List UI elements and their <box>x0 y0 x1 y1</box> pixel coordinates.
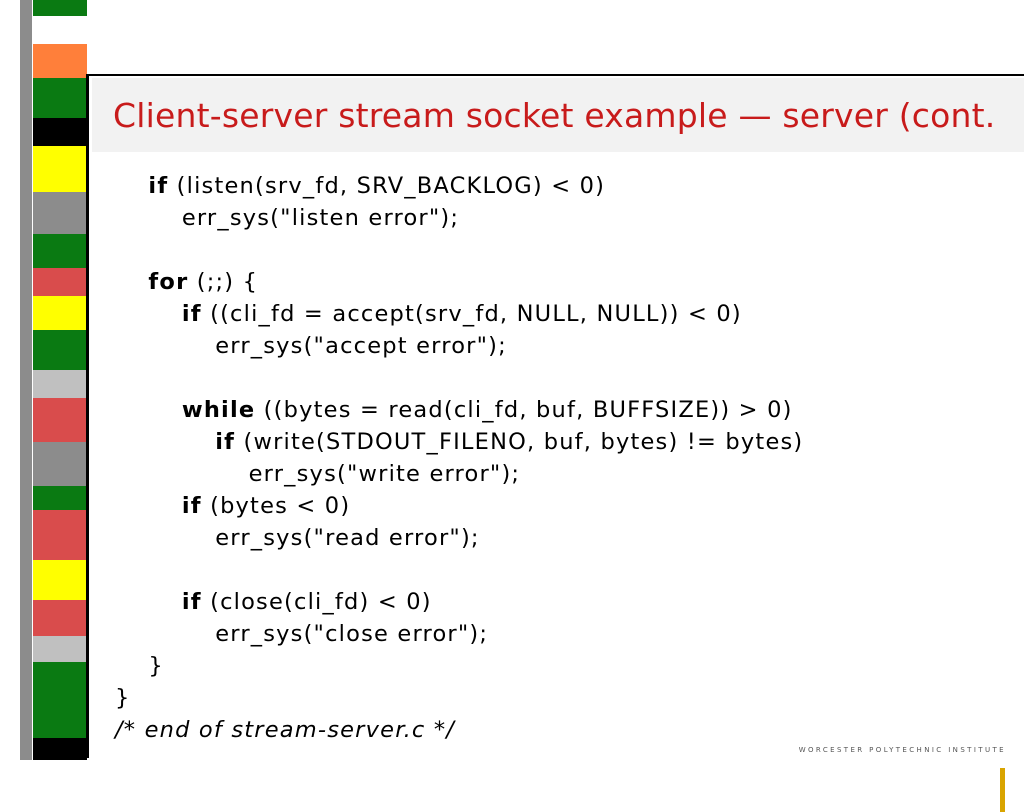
code-line: err_sys("accept error"); <box>115 330 803 362</box>
slide-title: Client-server stream socket example — se… <box>113 96 996 135</box>
code-text: } <box>115 653 164 679</box>
code-line: err_sys("write error"); <box>115 458 803 490</box>
code-text: (bytes < 0) <box>201 493 351 519</box>
code-line: if (bytes < 0) <box>115 490 803 522</box>
code-text: ((cli_fd = accept(srv_fd, NULL, NULL)) <… <box>201 301 742 327</box>
stripe-block <box>33 44 87 78</box>
code-text: (close(cli_fd) < 0) <box>201 589 432 615</box>
code-comment: /* end of stream-server.c */ <box>115 717 456 743</box>
code-text <box>115 173 148 199</box>
stripe-block <box>33 662 87 738</box>
code-text: err_sys("write error"); <box>115 461 521 487</box>
code-text <box>115 493 182 519</box>
code-text: err_sys("close error"); <box>115 621 489 647</box>
stripe-block <box>33 370 87 398</box>
code-line: /* end of stream-server.c */ <box>115 714 803 746</box>
code-text: err_sys("accept error"); <box>115 333 507 359</box>
code-keyword: if <box>148 173 169 199</box>
code-keyword: if <box>215 429 236 455</box>
stripe-gap <box>88 0 106 76</box>
code-text: err_sys("listen error"); <box>115 205 460 231</box>
stripe-block <box>33 192 87 234</box>
footer-institution: WORCESTER POLYTECHNIC INSTITUTE <box>798 746 1006 754</box>
stripe-block <box>33 268 87 296</box>
code-text <box>115 301 182 327</box>
code-line <box>115 234 803 266</box>
code-line: for (;;) { <box>115 266 803 298</box>
stripe-block <box>33 636 87 662</box>
code-text <box>115 397 182 423</box>
stripe-block <box>33 738 87 760</box>
stripe-block <box>33 234 87 268</box>
code-line: if ((cli_fd = accept(srv_fd, NULL, NULL)… <box>115 298 803 330</box>
slide: Client-server stream socket example — se… <box>86 74 1024 812</box>
stripe-block <box>33 560 87 600</box>
code-keyword: for <box>148 269 189 295</box>
stripe-block <box>33 398 87 442</box>
code-line <box>115 362 803 394</box>
stripe-block <box>33 0 87 16</box>
stripe-block <box>33 118 87 146</box>
stripe-block <box>33 486 87 510</box>
code-line: } <box>115 650 803 682</box>
code-text: } <box>115 685 131 711</box>
code-text: ((bytes = read(cli_fd, buf, BUFFSIZE)) >… <box>255 397 793 423</box>
code-keyword: if <box>181 301 202 327</box>
code-text <box>115 269 148 295</box>
code-line: } <box>115 682 803 714</box>
code-text: err_sys("read error"); <box>115 525 480 551</box>
stripe-block <box>33 296 87 330</box>
stripe-block <box>33 600 87 636</box>
stripe-background <box>20 0 32 760</box>
code-line: if (listen(srv_fd, SRV_BACKLOG) < 0) <box>115 170 803 202</box>
stripe-block <box>33 510 87 560</box>
wpi-logo-bar <box>1000 768 1005 812</box>
code-line: if (write(STDOUT_FILENO, buf, bytes) != … <box>115 426 803 458</box>
code-line: while ((bytes = read(cli_fd, buf, BUFFSI… <box>115 394 803 426</box>
code-line: err_sys("listen error"); <box>115 202 803 234</box>
stripe-block <box>33 442 87 486</box>
code-keyword: if <box>181 493 202 519</box>
code-listing: if (listen(srv_fd, SRV_BACKLOG) < 0) err… <box>115 170 803 746</box>
stripe-block <box>33 330 87 370</box>
code-line <box>115 554 803 586</box>
code-text: (write(STDOUT_FILENO, buf, bytes) != byt… <box>235 429 804 455</box>
code-text: (;;) { <box>188 269 259 295</box>
stripe-block <box>33 146 87 192</box>
stripe-block <box>33 78 87 118</box>
code-keyword: while <box>181 397 256 423</box>
code-text: (listen(srv_fd, SRV_BACKLOG) < 0) <box>168 173 606 199</box>
code-line: err_sys("close error"); <box>115 618 803 650</box>
code-text <box>115 589 182 615</box>
code-keyword: if <box>181 589 202 615</box>
code-line: err_sys("read error"); <box>115 522 803 554</box>
title-band <box>92 78 1024 152</box>
code-line: if (close(cli_fd) < 0) <box>115 586 803 618</box>
code-text <box>115 429 215 455</box>
